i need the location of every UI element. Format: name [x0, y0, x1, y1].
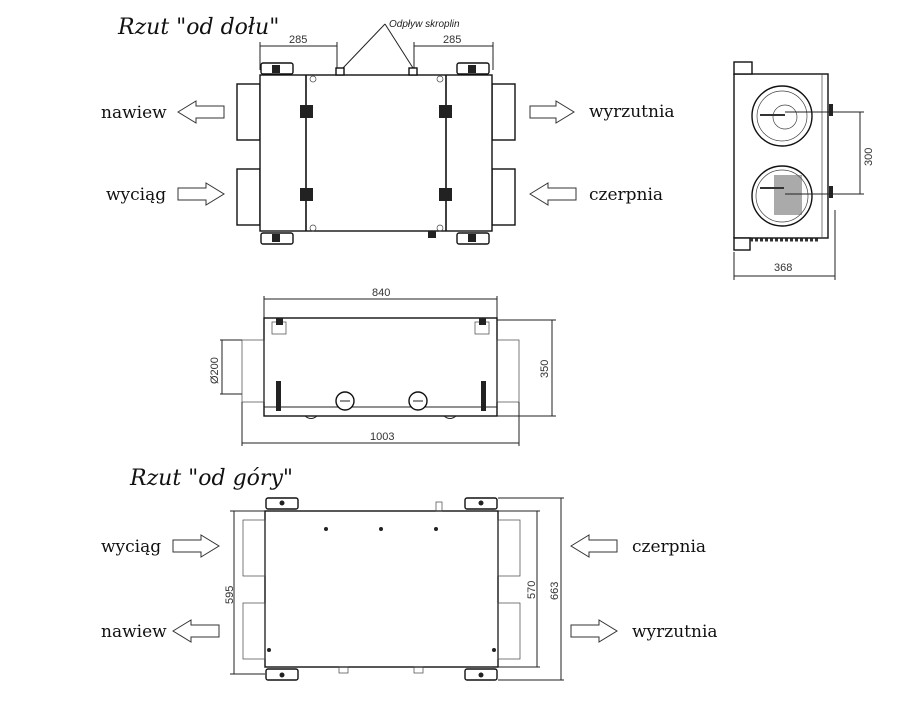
dimension-label: 595: [224, 586, 236, 604]
dimension-left-285: 285: [259, 34, 338, 70]
condensate-leader-lines: [342, 23, 414, 69]
top-view-title: Rzut "od góry": [129, 466, 293, 491]
dimension-label: 285: [443, 34, 461, 46]
dimension-label: 570: [526, 581, 538, 599]
arrow-left-icon: [529, 182, 577, 206]
arrow-right-icon: [177, 182, 225, 206]
dimension-right-285: 285: [413, 34, 494, 70]
arrow-right-icon: [172, 534, 220, 558]
dimension-label: 368: [774, 262, 792, 274]
arrow-left-icon: [177, 100, 225, 124]
arrow-left-icon: [172, 619, 220, 643]
arrow-left-icon: [570, 534, 618, 558]
arrow-right-icon: [570, 619, 618, 643]
bottom-view-unit: [236, 62, 516, 245]
dimension-570: 570: [498, 510, 540, 668]
dimension-840: 840: [263, 287, 498, 318]
flow-label-supply: nawiew: [101, 622, 167, 642]
top-view-unit: [242, 497, 521, 681]
flow-label-supply: nawiew: [101, 103, 167, 123]
dimension-label: 285: [289, 34, 307, 46]
dimension-368: 368: [733, 210, 836, 280]
dimension-label: 350: [539, 360, 551, 378]
flow-label-extract: wyciąg: [106, 185, 166, 205]
dimension-300: 300: [785, 111, 875, 195]
flow-label-exhaust: wyrzutnia: [632, 622, 718, 642]
arrow-right-icon: [529, 100, 575, 124]
flow-label-extract: wyciąg: [101, 537, 161, 557]
dimension-663: 663: [498, 497, 564, 681]
dimension-350: 350: [497, 319, 556, 417]
dimension-label: 840: [372, 287, 390, 299]
dimension-label: 300: [863, 148, 875, 166]
side-view-unit: [733, 61, 833, 251]
dimension-1003: 1003: [241, 402, 520, 446]
flow-label-intake: czerpnia: [589, 185, 663, 205]
dimension-diameter-200: Ø200: [209, 339, 242, 395]
bottom-view-title: Rzut "od dołu": [117, 15, 279, 40]
flow-label-intake: czerpnia: [632, 537, 706, 557]
dimension-label: 1003: [370, 431, 394, 443]
dimension-label: 663: [549, 582, 561, 600]
condensate-drain-label: Odpływ skroplin: [389, 19, 460, 30]
dimension-label: Ø200: [209, 357, 221, 384]
dimension-595: 595: [224, 510, 265, 675]
flow-label-exhaust: wyrzutnia: [589, 102, 675, 122]
front-view-unit: [241, 317, 520, 419]
